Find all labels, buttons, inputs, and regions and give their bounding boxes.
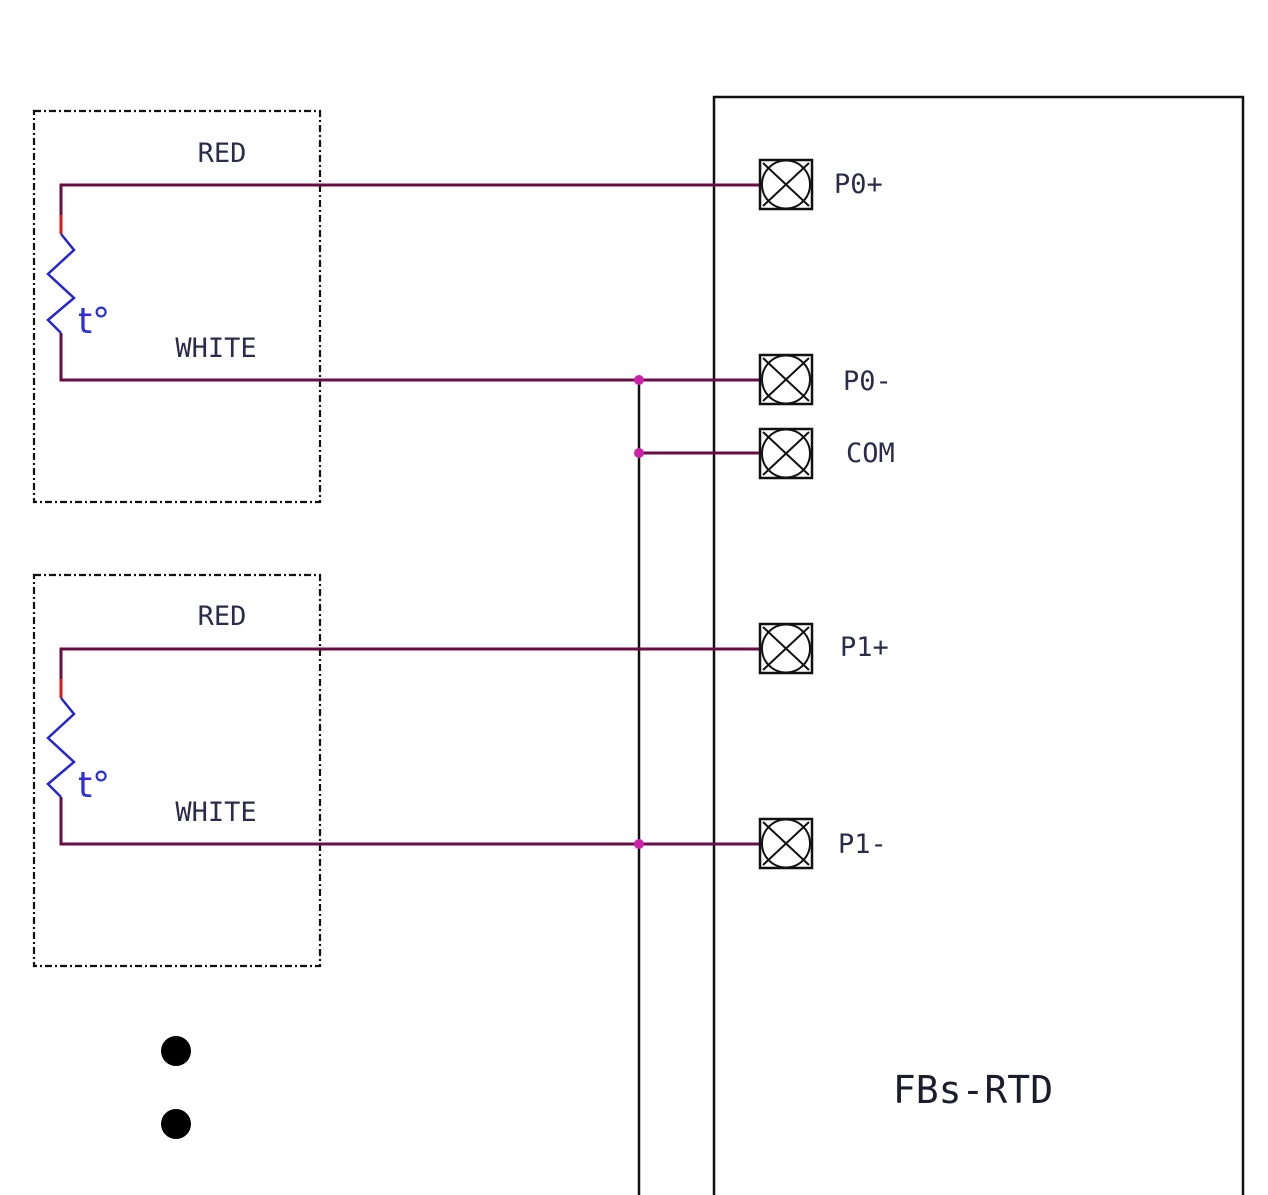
terminal-p1-minus: P1- — [758, 817, 887, 870]
sensor-1-enclosure — [32, 573, 322, 968]
terminal-p0-minus: P0- — [758, 353, 892, 406]
terminal-p0-plus-label: P0+ — [834, 169, 883, 200]
sensor-0-temp-symbol: t° — [78, 301, 110, 342]
junction-com — [634, 448, 644, 458]
sensor-0-white-wire — [59, 333, 760, 382]
sensor-0-white-label: WHITE — [175, 333, 256, 364]
sensor-0-resistor-icon — [46, 233, 76, 334]
continuation-dot-icon — [161, 1036, 191, 1066]
module-label: FBs-RTD — [893, 1068, 1053, 1112]
sensor-1-white-label: WHITE — [175, 797, 256, 828]
sensor-1-resistor-icon — [46, 697, 76, 798]
junction-p0-minus — [634, 375, 644, 385]
rtd-sensor-0: RED WHITE t° — [32, 109, 760, 504]
terminal-p1-plus: P1+ — [758, 622, 889, 675]
sensor-1-red-wire — [59, 647, 760, 698]
junction-p1-minus — [634, 839, 644, 849]
continuation-dot-icon — [161, 1109, 191, 1139]
terminal-p1-plus-label: P1+ — [840, 632, 889, 663]
terminal-com: COM — [758, 427, 895, 480]
module-outline — [712, 95, 1245, 1195]
terminal-p0-minus-label: P0- — [843, 366, 892, 397]
sensor-1-red-label: RED — [198, 601, 247, 632]
sensor-0-red-label: RED — [198, 138, 247, 169]
rtd-module: FBs-RTD — [712, 95, 1245, 1195]
sensor-0-enclosure — [32, 109, 322, 504]
terminal-com-label: COM — [846, 438, 895, 469]
sensor-1-temp-symbol: t° — [78, 765, 110, 806]
rtd-sensor-1: RED WHITE t° — [32, 573, 760, 968]
terminal-p1-minus-label: P1- — [838, 829, 887, 860]
sensor-0-red-wire — [59, 183, 760, 234]
terminal-p0-plus: P0+ — [758, 158, 883, 211]
sensor-1-white-wire — [59, 797, 760, 846]
